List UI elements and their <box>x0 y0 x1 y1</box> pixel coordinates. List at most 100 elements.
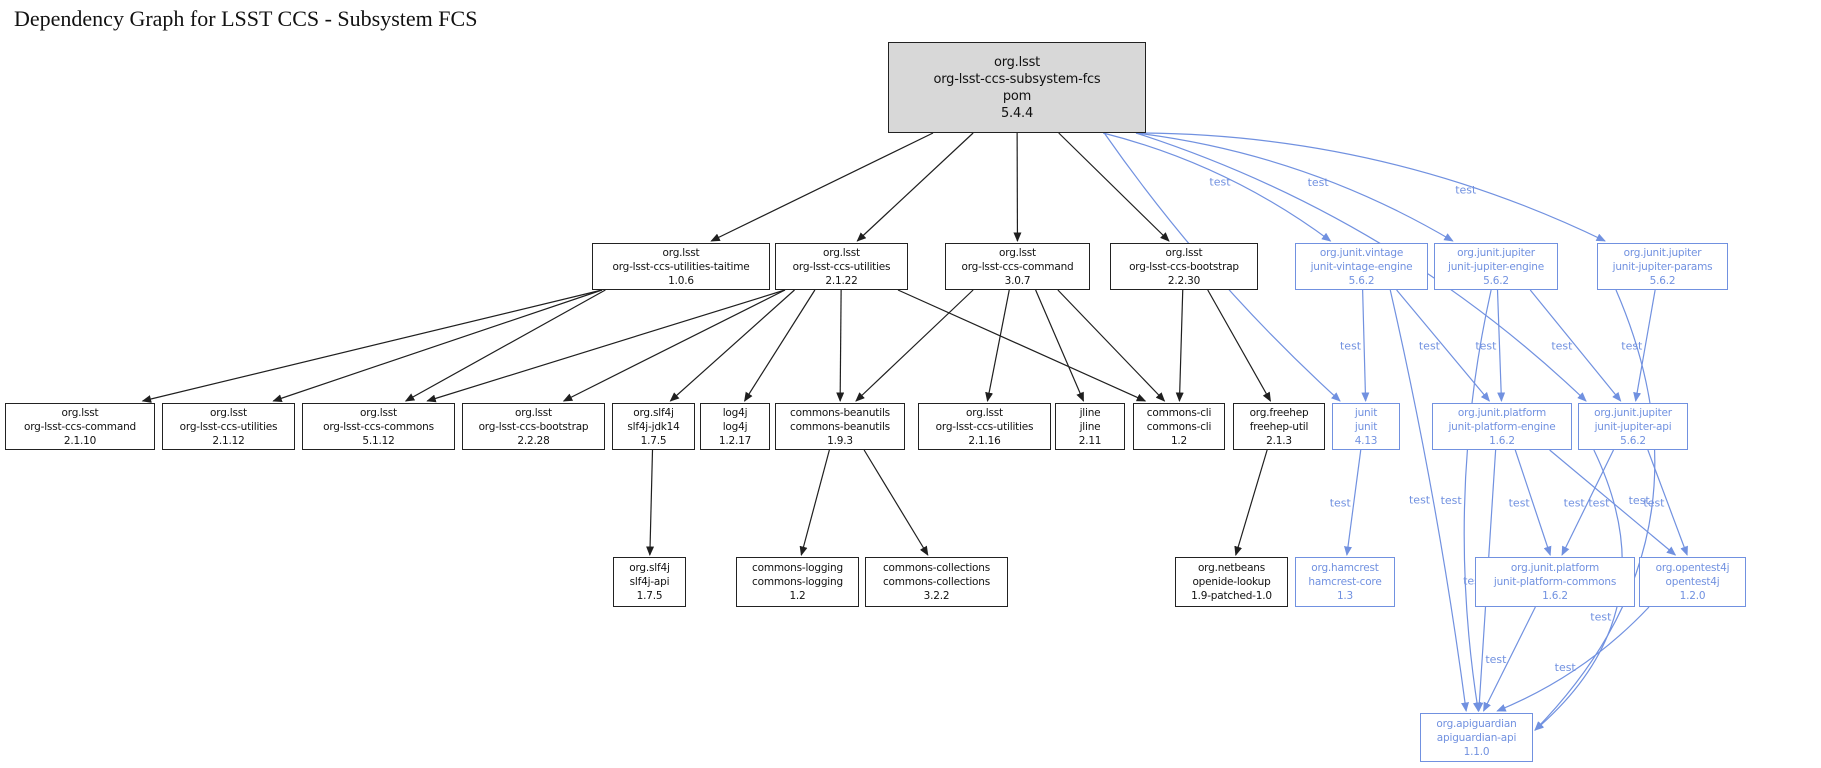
node-version: 5.6.2 <box>1348 274 1375 287</box>
node-artifact: org-lsst-ccs-utilities <box>792 260 891 273</box>
edge-beanutils-clogging <box>799 449 830 556</box>
edge-root-boot2230 <box>1058 132 1170 242</box>
node-version: 2.11 <box>1078 434 1102 447</box>
edge-utils22-log4j <box>744 289 816 402</box>
edge-label-test: test <box>1564 497 1586 510</box>
edge-label-test: test <box>1409 494 1431 507</box>
edge-utils22-commonscli <box>897 289 1147 402</box>
edge-pcommons-apiguardian <box>1483 606 1536 712</box>
node-version: 1.2 <box>789 590 806 602</box>
edge-label-test: test <box>1475 340 1497 353</box>
edge-utils22-slf4jjdk14 <box>669 289 795 402</box>
edge-pleng-pcommons <box>1514 449 1552 556</box>
graph-title: Dependency Graph for LSST CCS - Subsyste… <box>14 6 478 31</box>
node-version: 1.3 <box>1336 590 1354 602</box>
edge-label-test: test <box>1643 497 1665 510</box>
edge-boot2230-commonscli <box>1175 289 1184 402</box>
node-group: org.lsst <box>515 406 552 419</box>
edge-boot2230-freehep <box>1207 289 1271 402</box>
edge-root-jupapi <box>1135 132 1587 402</box>
edge-label-test: test <box>1551 340 1573 353</box>
node-artifact: org-lsst-ccs-utilities-taitime <box>612 260 750 273</box>
node-artifact: junit <box>1354 420 1378 433</box>
node-group: org.junit.vintage <box>1319 246 1404 259</box>
node-group: org.freehep <box>1249 406 1309 419</box>
node-group: commons-beanutils <box>790 406 890 419</box>
node-artifact: openide-lookup <box>1192 576 1271 588</box>
node-group: org.netbeans <box>1197 562 1266 574</box>
node-artifact: slf4j-api <box>629 576 670 588</box>
edge-cmd307-utils2116 <box>985 289 1010 402</box>
edge-label-test: test <box>1590 611 1612 624</box>
node-version: 5.6.2 <box>1620 434 1646 447</box>
node-version: 1.6.2 <box>1489 434 1515 447</box>
node-artifact: commons-beanutils <box>790 420 890 433</box>
edge-label-test: test <box>1209 175 1231 188</box>
edge-slf4jjdk14-slf4japi <box>646 449 655 556</box>
node-artifact: junit-jupiter-engine <box>1447 260 1545 273</box>
node-version: 2.1.10 <box>63 434 97 447</box>
node-group: org.hamcrest <box>1311 562 1379 574</box>
node-group: org.lsst <box>993 54 1041 70</box>
node-artifact: hamcrest-core <box>1308 576 1382 588</box>
node-group: org.junit.jupiter <box>1457 246 1535 259</box>
node-version: 1.2 <box>1170 434 1188 447</box>
node-group: commons-logging <box>752 562 843 574</box>
node-group: org.lsst <box>662 246 700 259</box>
node-artifact: junit-platform-commons <box>1493 576 1617 588</box>
edge-freehep-openide <box>1234 449 1268 556</box>
node-group: org.junit.platform <box>1457 406 1547 419</box>
node-group: org.lsst <box>360 406 397 419</box>
node-version: 2.1.16 <box>968 434 1001 447</box>
node-version: 3.2.2 <box>923 590 950 602</box>
node-artifact: opentest4j <box>1665 576 1720 588</box>
node-artifact: freehep-util <box>1249 420 1309 433</box>
node-group: commons-collections <box>882 562 991 574</box>
edge-label-test: test <box>1485 653 1507 666</box>
node-artifact: org-lsst-ccs-command <box>961 260 1074 273</box>
edge-jupparams-jupapi <box>1633 289 1656 402</box>
node-artifact: slf4j-jdk14 <box>627 420 680 433</box>
edge-taitime-commons5112 <box>404 289 606 402</box>
node-packaging: pom <box>1002 88 1032 104</box>
dep-node-hamcrest: org.hamcrest hamcrest-core 1.3 <box>1295 557 1395 607</box>
node-group: org.junit.jupiter <box>1623 246 1702 259</box>
edge-root-utils22 <box>856 132 974 242</box>
edge-cmd307-commonscli <box>1057 289 1166 402</box>
edge-opentest4j-apiguardian <box>1496 606 1650 712</box>
node-artifact: apiguardian-api <box>1436 731 1517 744</box>
edge-jupapi-pcommons <box>1561 449 1615 556</box>
edge-root-vintage <box>1102 132 1332 242</box>
edge-label-test: test <box>1340 340 1362 353</box>
node-version: 1.9.3 <box>827 434 853 447</box>
edge-jupapi-opentest4j <box>1647 449 1688 556</box>
node-artifact: org-lsst-ccs-utilities <box>179 420 278 433</box>
node-artifact: org-lsst-ccs-commons <box>323 420 434 433</box>
node-group: junit <box>1354 406 1378 419</box>
edge-taitime-cmd2110 <box>141 289 603 403</box>
node-group: org.lsst <box>210 406 247 419</box>
node-version: 2.2.30 <box>1167 274 1201 287</box>
node-group: commons-cli <box>1146 406 1212 419</box>
node-version: 2.1.22 <box>825 274 858 287</box>
edge-label-test: test <box>1621 340 1643 353</box>
node-artifact: junit-jupiter-api <box>1594 420 1672 433</box>
node-version: 2.1.12 <box>212 434 245 447</box>
node-artifact: org-lsst-ccs-command <box>24 420 136 433</box>
